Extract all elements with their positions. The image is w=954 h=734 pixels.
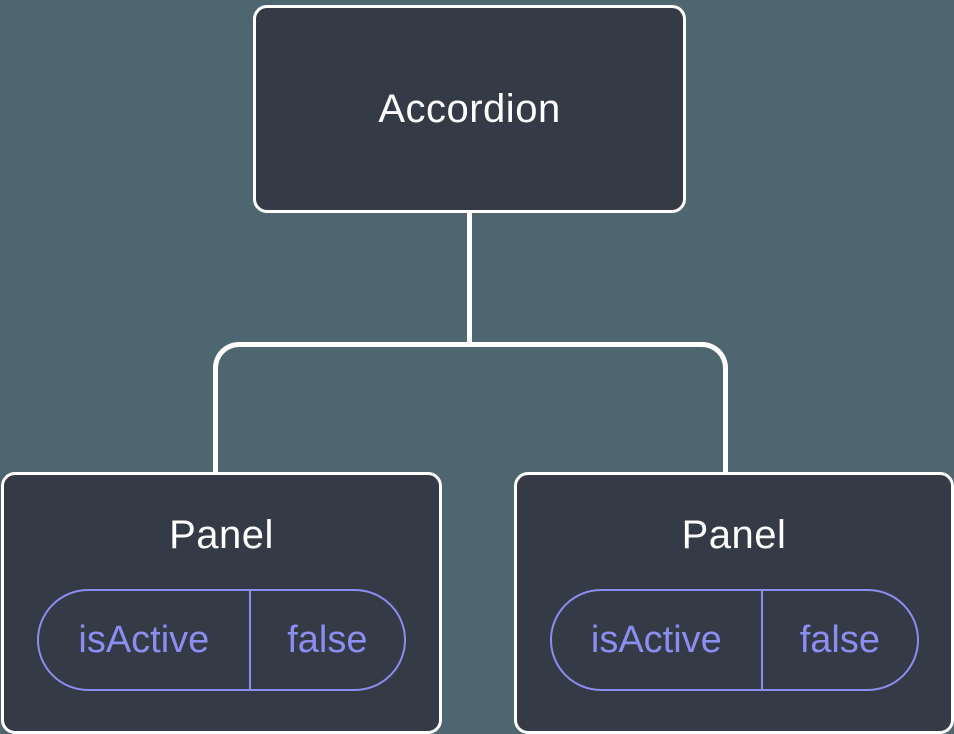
state-pill: isActive false [549, 589, 919, 691]
connector-branch [213, 342, 728, 472]
panel-node-right: Panel isActive false [514, 472, 954, 734]
state-name-cell: isActive [552, 591, 764, 689]
panel-node-label: Panel [169, 513, 274, 557]
state-name-label: isActive [78, 618, 210, 661]
state-name-label: isActive [590, 618, 722, 661]
state-value-label: false [287, 618, 368, 661]
state-value-cell: false [763, 591, 916, 689]
panel-node-left: Panel isActive false [1, 472, 442, 734]
state-value-label: false [799, 618, 880, 661]
state-value-cell: false [251, 591, 404, 689]
state-pill: isActive false [37, 589, 406, 691]
state-name-cell: isActive [39, 591, 251, 689]
accordion-node-label: Accordion [378, 86, 561, 131]
accordion-node: Accordion [253, 5, 686, 213]
panel-node-label: Panel [681, 513, 787, 557]
connector-stem [467, 211, 472, 346]
